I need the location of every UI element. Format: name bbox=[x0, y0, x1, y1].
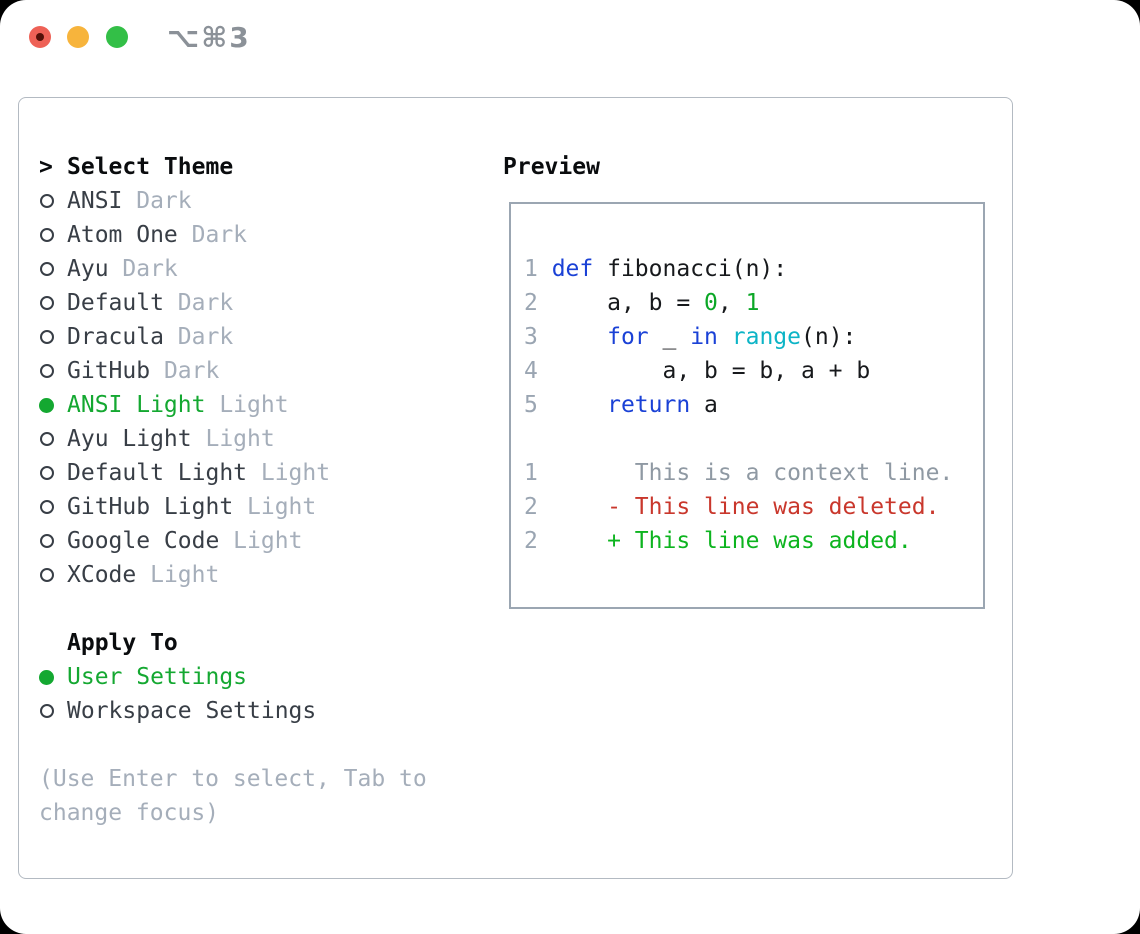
theme-item-atom-one[interactable]: Atom One Dark bbox=[39, 218, 427, 252]
minimize-button[interactable] bbox=[67, 26, 89, 48]
apply-to-header: Apply To bbox=[39, 626, 427, 660]
theme-variant-tag: Light bbox=[136, 562, 220, 588]
prompt-icon: > bbox=[39, 154, 53, 180]
help-text: (Use Enter to select, Tab to bbox=[39, 766, 427, 792]
record-dot-icon bbox=[36, 33, 44, 41]
apply-option-workspace-settings[interactable]: Workspace Settings bbox=[39, 694, 427, 728]
apply-to-title: Apply To bbox=[67, 630, 178, 656]
help-text: change focus) bbox=[39, 800, 220, 826]
selected-radio-icon bbox=[39, 397, 67, 413]
theme-item-ansi-light[interactable]: ANSI Light Light bbox=[39, 388, 427, 422]
theme-name: Dracula bbox=[67, 324, 164, 350]
theme-item-github[interactable]: GitHub Dark bbox=[39, 354, 427, 388]
theme-name: Atom One bbox=[67, 222, 178, 248]
theme-item-default-light[interactable]: Default Light Light bbox=[39, 456, 427, 490]
theme-name: Google Code bbox=[67, 528, 220, 554]
code-preview: 1 def fibonacci(n): 2 a, b = 0, 1 3 for _ … bbox=[511, 204, 983, 558]
close-button[interactable] bbox=[29, 26, 51, 48]
code-line: 1 def fibonacci(n): bbox=[524, 256, 788, 282]
theme-item-ayu-light[interactable]: Ayu Light Light bbox=[39, 422, 427, 456]
radio-icon bbox=[39, 364, 67, 378]
radio-icon bbox=[39, 194, 67, 208]
theme-item-default[interactable]: Default Dark bbox=[39, 286, 427, 320]
theme-name: Ayu bbox=[67, 256, 109, 282]
apply-option-label: User Settings bbox=[67, 664, 248, 690]
theme-name: GitHub bbox=[67, 358, 151, 384]
theme-variant-tag: Light bbox=[219, 528, 303, 554]
code-line: 4 a, b = b, a + b bbox=[524, 358, 871, 384]
code-line: 5 return a bbox=[524, 392, 718, 418]
theme-variant-tag: Dark bbox=[122, 188, 192, 214]
theme-list-title: Select Theme bbox=[67, 154, 234, 180]
theme-item-xcode[interactable]: XCode Light bbox=[39, 558, 427, 592]
theme-variant-tag: Light bbox=[205, 392, 289, 418]
radio-icon bbox=[39, 500, 67, 514]
theme-name: ANSI bbox=[67, 188, 123, 214]
theme-list-header: > Select Theme bbox=[39, 150, 427, 184]
apply-option-label: Workspace Settings bbox=[67, 698, 317, 724]
radio-icon bbox=[39, 466, 67, 480]
radio-icon bbox=[39, 228, 67, 242]
theme-name: Ayu Light bbox=[67, 426, 192, 452]
theme-name: ANSI Light bbox=[67, 392, 206, 418]
theme-variant-tag: Dark bbox=[163, 324, 234, 350]
line-number: 3 bbox=[524, 324, 552, 350]
line-number: 1 bbox=[524, 460, 552, 486]
theme-variant-tag: Light bbox=[191, 426, 275, 452]
line-number: 1 bbox=[524, 256, 552, 282]
radio-icon bbox=[39, 262, 67, 276]
preview-box: 1 def fibonacci(n): 2 a, b = 0, 1 3 for _ … bbox=[509, 202, 985, 609]
line-number: 4 bbox=[524, 358, 552, 384]
theme-variant-tag: Dark bbox=[108, 256, 178, 282]
theme-variant-tag: Light bbox=[247, 460, 331, 486]
theme-variant-tag: Light bbox=[233, 494, 317, 520]
radio-icon bbox=[39, 330, 67, 344]
code-line: 1 This is a context line. bbox=[524, 460, 954, 486]
theme-name: XCode bbox=[67, 562, 137, 588]
maximize-button[interactable] bbox=[106, 26, 128, 48]
prompt-marker: > bbox=[39, 154, 67, 180]
theme-item-google-code[interactable]: Google Code Light bbox=[39, 524, 427, 558]
code-line: 3 for _ in range(n): bbox=[524, 324, 857, 350]
theme-item-github-light[interactable]: GitHub Light Light bbox=[39, 490, 427, 524]
radio-icon bbox=[39, 568, 67, 582]
selected-radio-icon bbox=[39, 669, 67, 685]
theme-variant-tag: Dark bbox=[177, 222, 248, 248]
line-number: 2 bbox=[524, 528, 552, 554]
apply-option-user-settings[interactable]: User Settings bbox=[39, 660, 427, 694]
theme-name: Default bbox=[67, 290, 164, 316]
theme-variant-tag: Dark bbox=[163, 290, 234, 316]
theme-item-dracula[interactable]: Dracula Dark bbox=[39, 320, 427, 354]
code-line: 2 + This line was added. bbox=[524, 528, 912, 554]
line-number: 5 bbox=[524, 392, 552, 418]
code-line: 2 - This line was deleted. bbox=[524, 494, 940, 520]
theme-item-ayu[interactable]: Ayu Dark bbox=[39, 252, 427, 286]
titlebar: ⌥⌘3 bbox=[0, 0, 1140, 74]
line-number: 2 bbox=[524, 494, 552, 520]
theme-name: GitHub Light bbox=[67, 494, 234, 520]
preview-title: Preview bbox=[503, 154, 600, 180]
radio-icon bbox=[39, 296, 67, 310]
radio-icon bbox=[39, 534, 67, 548]
code-line: 2 a, b = 0, 1 bbox=[524, 290, 760, 316]
line-number: 2 bbox=[524, 290, 552, 316]
theme-name: Default Light bbox=[67, 460, 248, 486]
code-line bbox=[524, 422, 983, 456]
theme-item-ansi[interactable]: ANSI Dark bbox=[39, 184, 427, 218]
window-title: ⌥⌘3 bbox=[167, 21, 251, 54]
theme-variant-tag: Dark bbox=[150, 358, 220, 384]
radio-icon bbox=[39, 432, 67, 446]
radio-icon bbox=[39, 704, 67, 718]
